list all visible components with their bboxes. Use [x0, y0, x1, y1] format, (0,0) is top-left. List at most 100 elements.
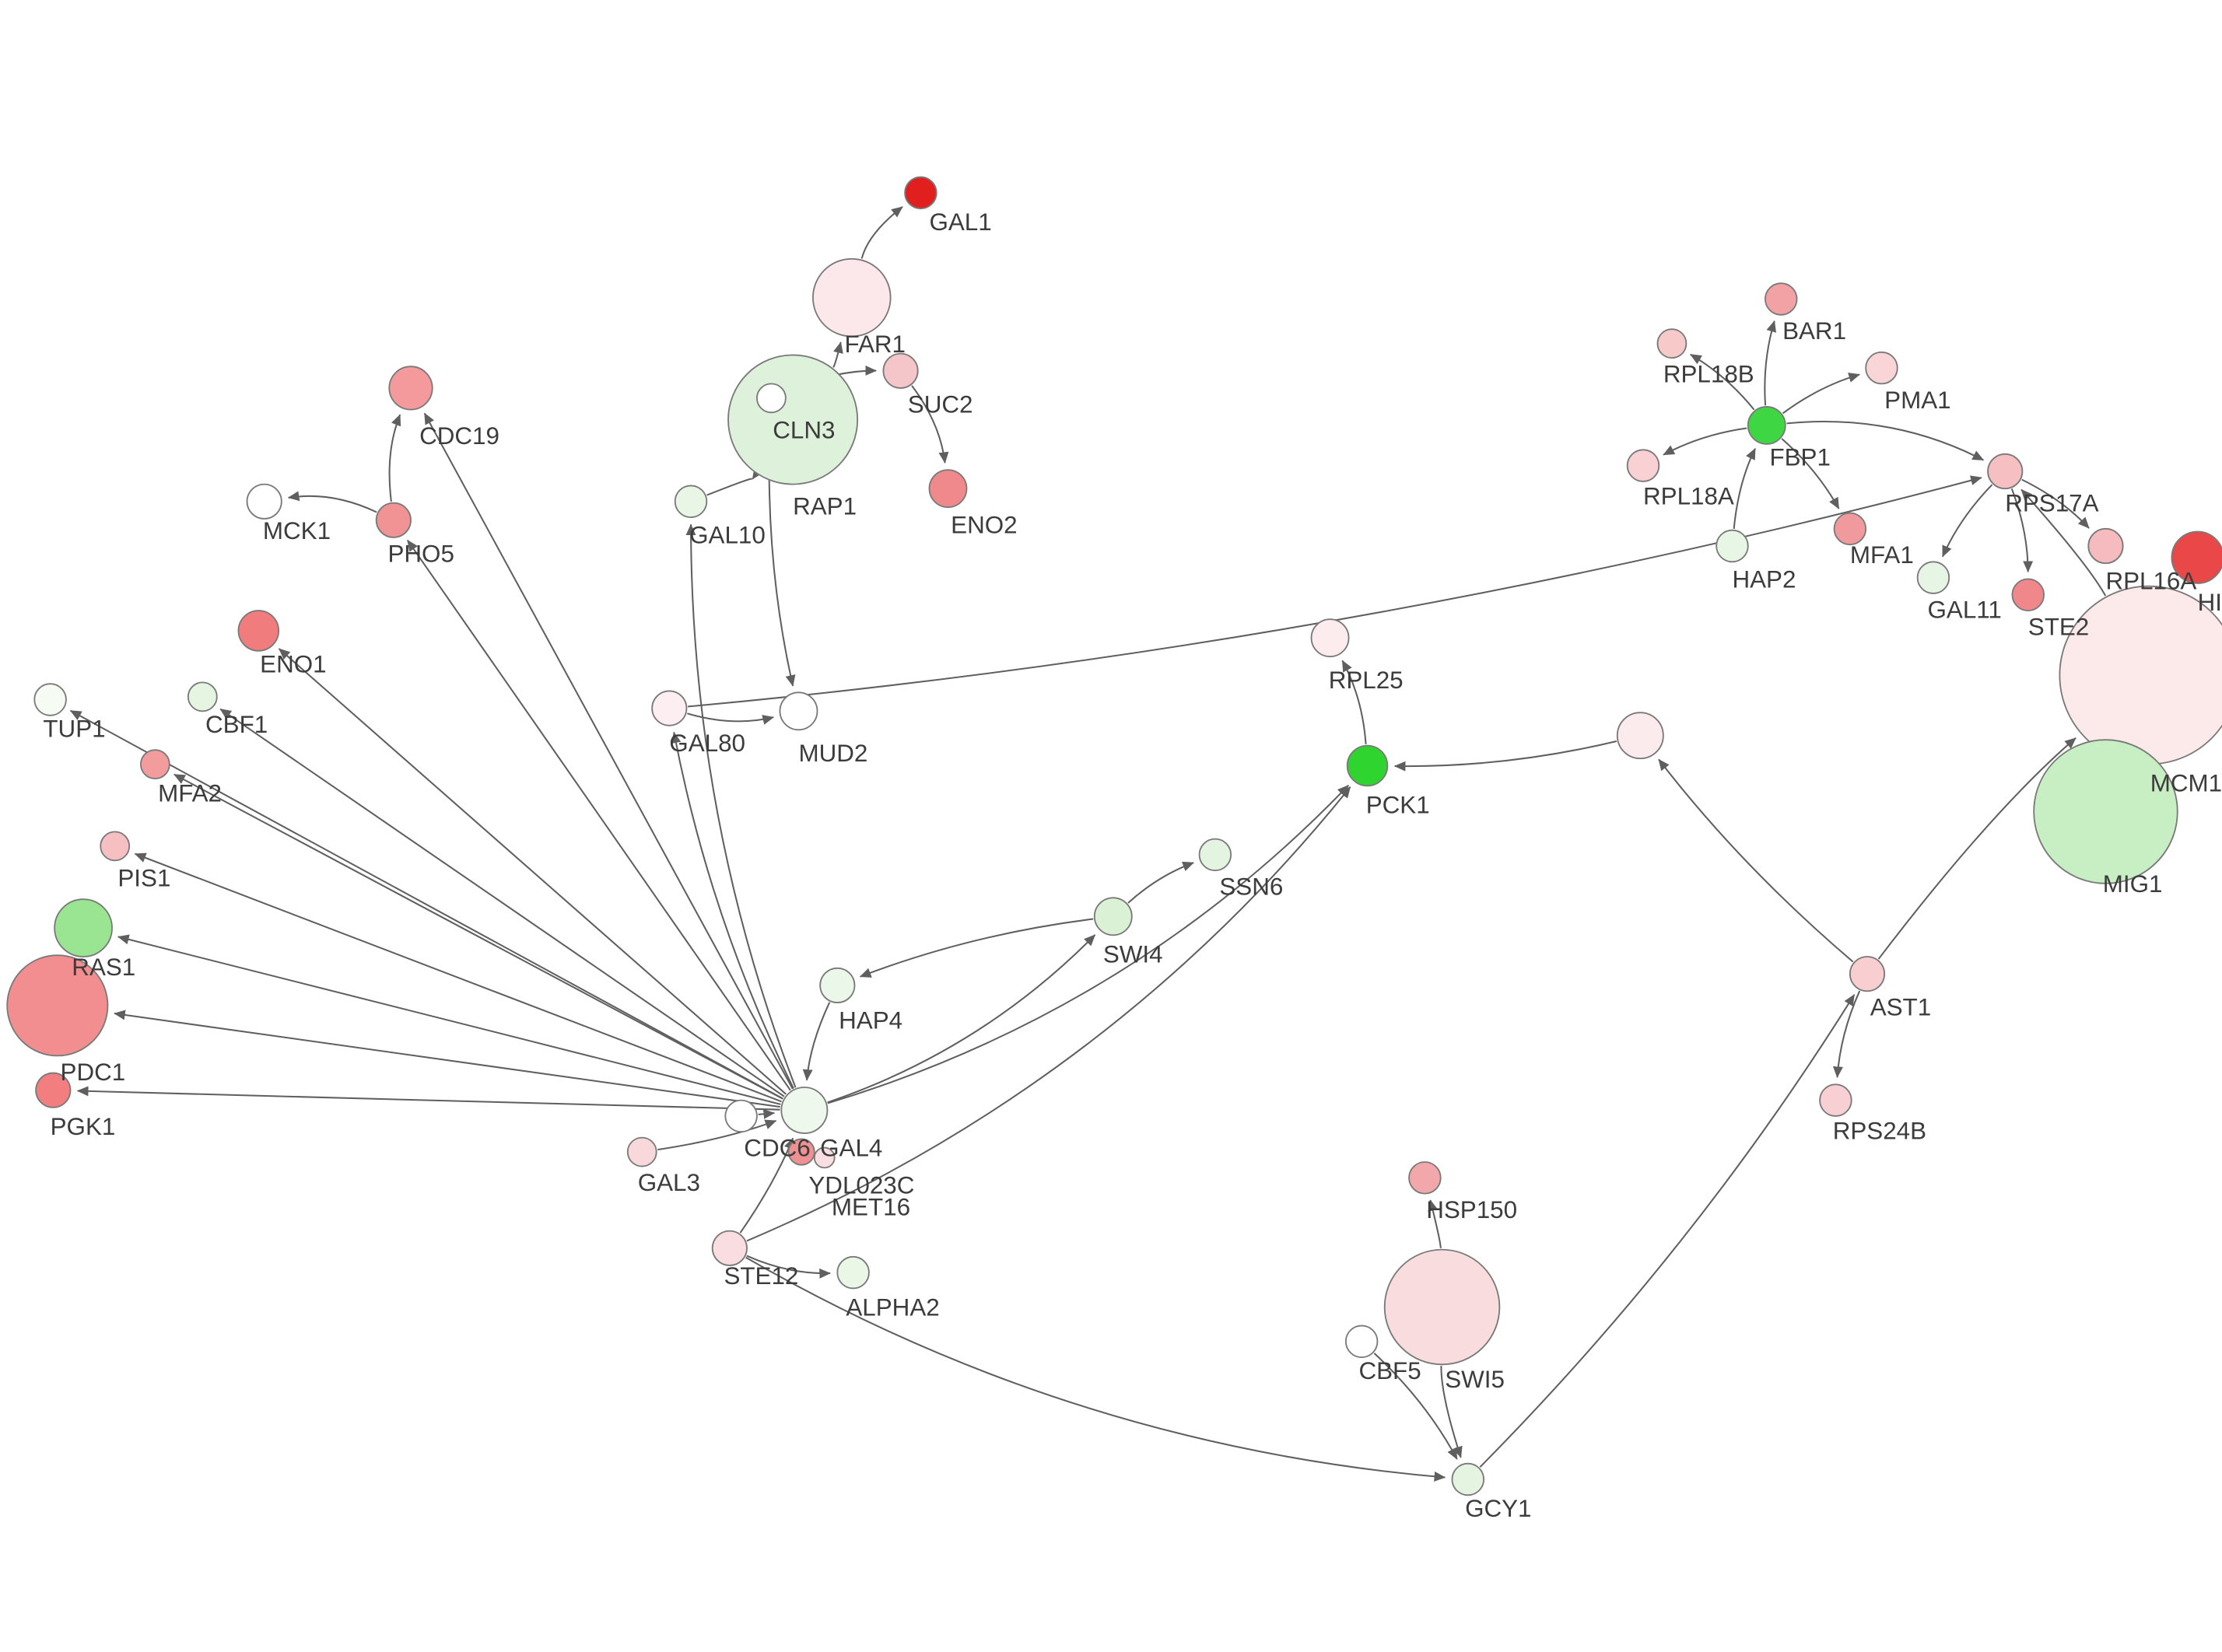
node-rpl18a[interactable]: [1626, 449, 1660, 482]
edge-SWI4-HAP4[interactable]: [859, 918, 1094, 978]
edge-GAL10-CLN3[interactable]: [706, 467, 763, 496]
node-pgk1[interactable]: [35, 1072, 72, 1108]
edge-FBP1-BAR1[interactable]: [1764, 320, 1776, 406]
edge-GAL4-PIS1[interactable]: [134, 852, 782, 1103]
node-cdc19[interactable]: [388, 366, 433, 411]
node-gcy1[interactable]: [1451, 1462, 1485, 1496]
node-rps17a[interactable]: [1987, 453, 2024, 490]
edge-CBF5-GCY1[interactable]: [1373, 1353, 1458, 1460]
edge-STE12-ALPHA2[interactable]: [746, 1255, 831, 1279]
edge-RPS17A-GAL11[interactable]: [1941, 484, 1993, 558]
edge-SUC2-ENO2[interactable]: [911, 385, 949, 464]
node-swi5[interactable]: [1383, 1248, 1501, 1366]
edge-CDC6-GAL4[interactable]: [758, 1108, 776, 1119]
node-far1[interactable]: [812, 257, 892, 338]
node-rpl25[interactable]: [1310, 618, 1350, 658]
node-ssn6[interactable]: [1198, 838, 1232, 872]
edge-AST1-MCM1[interactable]: [1877, 737, 2077, 960]
edge-CLN3-FAR1[interactable]: [832, 341, 843, 368]
node-ras1[interactable]: [54, 898, 113, 957]
node-pdc1[interactable]: [6, 954, 109, 1057]
node-mig1[interactable]: [2033, 739, 2178, 884]
edge-FBP1-RPL18B[interactable]: [1690, 353, 1755, 411]
edge-FAR1-GAL1[interactable]: [860, 206, 903, 259]
node-rpl18b[interactable]: [1656, 328, 1688, 359]
node-pis1[interactable]: [100, 831, 131, 862]
edge-FBP1-MFA1[interactable]: [1781, 438, 1840, 509]
node-pho5[interactable]: [375, 502, 412, 538]
edge-STE12-PCK1[interactable]: [746, 786, 1351, 1242]
edge-MCM1-RPS17A[interactable]: [2020, 488, 2107, 597]
node-fbp1[interactable]: [1747, 406, 1786, 445]
edge-GAL4-MFA2[interactable]: [173, 773, 783, 1100]
node-hap4[interactable]: [819, 967, 856, 1004]
node-gal1[interactable]: [904, 176, 938, 210]
edge-SWI5-HSP150[interactable]: [1428, 1199, 1442, 1248]
edge-GAL4-PHO5[interactable]: [406, 539, 791, 1091]
node-bar1[interactable]: [1765, 282, 1798, 316]
node-mfa2[interactable]: [140, 749, 170, 779]
edge-GAL4-CBF1[interactable]: [219, 708, 785, 1097]
node-pma1[interactable]: [1865, 351, 1898, 385]
node-eno1[interactable]: [237, 610, 280, 652]
edge-RPS17A-STE2[interactable]: [2010, 488, 2034, 573]
node-hap2[interactable]: [1716, 529, 1749, 563]
edge-UNNAMED-PCK1[interactable]: [1393, 740, 1617, 772]
node-unnamed[interactable]: [1616, 712, 1664, 760]
edge-SWI4-SSN6[interactable]: [1127, 861, 1194, 904]
edge-GAL80-MUD2[interactable]: [687, 712, 774, 725]
node-cln3[interactable]: [727, 354, 859, 485]
node-cdc6[interactable]: [724, 1099, 758, 1133]
edge-GAL4-PDC1[interactable]: [114, 1010, 780, 1108]
edge-GAL80-RPS17A[interactable]: [688, 475, 1982, 708]
edge-PHO5-MCK1[interactable]: [287, 491, 377, 513]
node-gal3[interactable]: [626, 1136, 657, 1167]
edge-FBP1-RPS17A[interactable]: [1786, 421, 1985, 461]
node-ste2[interactable]: [2011, 578, 2045, 612]
edge-HAP2-FBP1[interactable]: [1733, 447, 1756, 530]
edge-GCY1-AST1[interactable]: [1479, 994, 1856, 1468]
edge-AST1-UNNAMED[interactable]: [1658, 758, 1854, 963]
edge-GAL3-GAL4[interactable]: [657, 1119, 777, 1151]
edge-GAL4-CDC19[interactable]: [423, 412, 794, 1090]
node-ste12[interactable]: [711, 1230, 748, 1266]
node-gal11[interactable]: [1916, 561, 1950, 594]
edge-FBP1-PMA1[interactable]: [1782, 373, 1860, 415]
node-suc2[interactable]: [882, 352, 919, 389]
node-gal10[interactable]: [674, 485, 708, 519]
node-eno2[interactable]: [928, 469, 968, 509]
edge-GAL4-PCK1[interactable]: [827, 785, 1349, 1104]
node-hsp150[interactable]: [1408, 1161, 1442, 1195]
node-gal4[interactable]: [780, 1087, 829, 1135]
node-rap1[interactable]: [756, 383, 787, 414]
node-tup1[interactable]: [33, 683, 67, 716]
edge-GAL4-SWI4[interactable]: [827, 934, 1096, 1104]
edge-PHO5-CDC19[interactable]: [388, 414, 401, 502]
node-rpl16a[interactable]: [2087, 527, 2124, 565]
edge-SWI5-GCY1[interactable]: [1440, 1366, 1463, 1458]
edge-GAL4-GAL10[interactable]: [685, 523, 797, 1088]
edge-HAP4-GAL4[interactable]: [802, 1002, 831, 1081]
node-cbf5[interactable]: [1344, 1325, 1379, 1359]
node-pck1[interactable]: [1346, 744, 1389, 787]
node-ydl023c[interactable]: [813, 1146, 836, 1169]
edge-GAL4-GAL80[interactable]: [671, 731, 794, 1089]
node-rps24b[interactable]: [1819, 1083, 1852, 1117]
node-ast1[interactable]: [1849, 956, 1886, 992]
node-mfa1[interactable]: [1833, 512, 1867, 546]
node-mck1[interactable]: [246, 483, 282, 520]
node-his4[interactable]: [2171, 530, 2222, 584]
edge-GAL4-ENO1[interactable]: [278, 648, 787, 1095]
node-met16[interactable]: [787, 1138, 815, 1166]
node-swi4[interactable]: [1093, 897, 1133, 936]
node-alpha2[interactable]: [836, 1255, 870, 1290]
edge-RPS17A-RPL16A[interactable]: [2021, 478, 2090, 529]
edge-PCK1-RPL25[interactable]: [1341, 660, 1367, 744]
edge-STE12-GCY1[interactable]: [745, 1256, 1446, 1482]
node-mud2[interactable]: [779, 691, 818, 731]
edge-GAL4-RAS1[interactable]: [117, 934, 781, 1105]
edge-GAL4-PGK1[interactable]: [76, 1086, 780, 1111]
edge-GAL4-TUP1[interactable]: [69, 709, 783, 1100]
